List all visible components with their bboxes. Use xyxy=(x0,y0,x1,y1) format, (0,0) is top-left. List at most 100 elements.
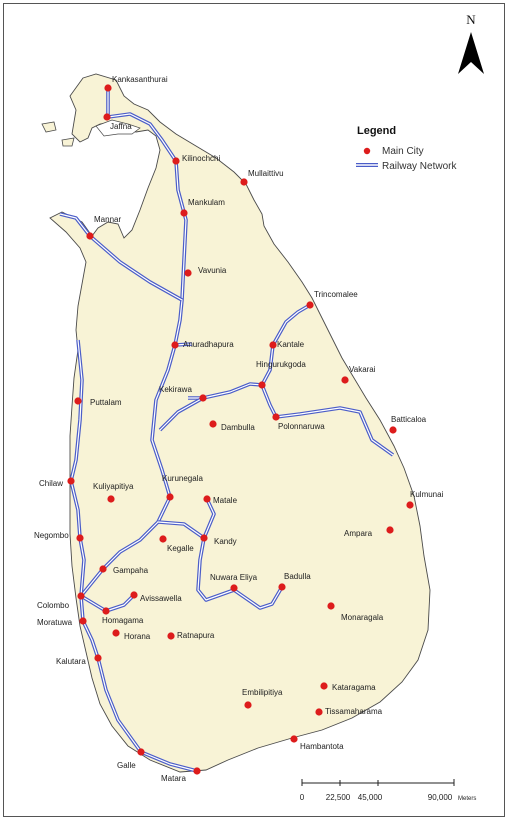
city-marker-anuradhapura xyxy=(171,341,179,349)
city-marker-kekirawa xyxy=(199,394,207,402)
city-marker-jaffna xyxy=(103,113,111,121)
railway-line-inner xyxy=(105,594,135,612)
city-marker-mullaittivu xyxy=(240,178,248,186)
legend-title: Legend xyxy=(357,125,396,137)
city-label-embilipitiya: Embilipitiya xyxy=(242,688,283,697)
city-marker-moratuwa xyxy=(79,617,87,625)
city-marker-hingurukgoda xyxy=(258,381,266,389)
city-label-kilinochchi: Kilinochchi xyxy=(182,154,220,163)
city-marker-monaragala xyxy=(327,602,335,610)
city-label-homagama: Homagama xyxy=(102,616,144,625)
city-label-kulmunai: Kulmunai xyxy=(410,490,444,499)
city-marker-dambulla xyxy=(209,420,217,428)
city-label-moratuwa: Moratuwa xyxy=(37,618,73,627)
railway-line-inner xyxy=(159,397,204,431)
city-marker-homagama xyxy=(102,607,110,615)
legend-city-dot-icon xyxy=(363,147,371,155)
railway-line-inner xyxy=(261,384,394,456)
scale-label-45000: 45,000 xyxy=(358,793,383,802)
city-marker-ampara xyxy=(386,526,394,534)
city-marker-nuwara-eliya xyxy=(230,584,238,592)
city-label-kantale: Kantale xyxy=(277,340,305,349)
railway-line-inner xyxy=(80,595,107,612)
city-label-kandy: Kandy xyxy=(214,537,237,546)
city-marker-kalutara xyxy=(94,654,102,662)
city-label-kalutara: Kalutara xyxy=(56,657,86,666)
city-label-batticaloa: Batticaloa xyxy=(391,415,427,424)
city-marker-mannar xyxy=(86,232,94,240)
city-marker-colombo xyxy=(77,592,85,600)
scale-label-0: 0 xyxy=(300,793,305,802)
city-marker-gampaha xyxy=(99,565,107,573)
city-marker-kegalle xyxy=(159,535,167,543)
scale-bar: 0 22,500 45,000 90,000 Meters xyxy=(300,779,476,802)
city-marker-vakarai xyxy=(341,376,349,384)
city-label-matale: Matale xyxy=(213,496,238,505)
railway-line-inner xyxy=(188,304,311,399)
city-marker-avissawella xyxy=(130,591,138,599)
city-marker-chilaw xyxy=(67,477,75,485)
city-label-ampara: Ampara xyxy=(344,529,373,538)
city-marker-badulla xyxy=(278,583,286,591)
city-label-avissawella: Avissawella xyxy=(140,594,182,603)
city-label-kegalle: Kegalle xyxy=(167,544,194,553)
city-label-hambantota: Hambantota xyxy=(300,742,344,751)
city-marker-galle xyxy=(137,748,145,756)
city-marker-trincomalee xyxy=(306,301,314,309)
city-label-jaffna: Jaffna xyxy=(110,122,132,131)
city-label-nuwara-eliya: Nuwara Eliya xyxy=(210,573,258,582)
city-label-tissamaharama: Tissamaharama xyxy=(325,707,383,716)
city-label-badulla: Badulla xyxy=(284,572,311,581)
railway-line-inner xyxy=(197,537,283,609)
city-marker-horana xyxy=(112,629,120,637)
city-label-monaragala: Monaragala xyxy=(341,613,384,622)
city-label-matara: Matara xyxy=(161,774,186,783)
legend-item-railway-network: Railway Network xyxy=(382,161,457,172)
city-label-ratnapura: Ratnapura xyxy=(177,631,215,640)
city-marker-embilipitiya xyxy=(244,701,252,709)
city-label-vavunia: Vavunia xyxy=(198,266,227,275)
city-label-chilaw: Chilaw xyxy=(39,479,63,488)
scale-label-22500: 22,500 xyxy=(326,793,351,802)
legend: Legend Main City Railway Network xyxy=(356,125,457,172)
city-marker-puttalam xyxy=(74,397,82,405)
city-marker-negombo xyxy=(76,534,84,542)
city-marker-tissamaharama xyxy=(315,708,323,716)
north-label: N xyxy=(466,12,476,27)
city-label-hingurukgoda: Hingurukgoda xyxy=(256,360,306,369)
city-marker-kankasanthurai xyxy=(104,84,112,92)
city-label-trincomalee: Trincomalee xyxy=(314,290,358,299)
jaffna-lagoon xyxy=(95,119,141,137)
city-label-kataragama: Kataragama xyxy=(332,683,376,692)
railway-line-inner xyxy=(59,213,183,301)
legend-item-main-city: Main City xyxy=(382,146,424,157)
city-label-kuliyapitiya: Kuliyapitiya xyxy=(93,482,134,491)
city-marker-kulmunai xyxy=(406,501,414,509)
city-marker-kilinochchi xyxy=(172,157,180,165)
north-arrow: N xyxy=(458,12,484,74)
city-label-mullaittivu: Mullaittivu xyxy=(248,169,284,178)
city-label-negombo: Negombo xyxy=(34,531,69,540)
scale-unit: Meters xyxy=(458,796,476,802)
city-marker-kantale xyxy=(269,341,277,349)
city-marker-kuliyapitiya xyxy=(107,495,115,503)
city-label-mannar: Mannar xyxy=(94,215,121,224)
city-label-colombo: Colombo xyxy=(37,601,70,610)
city-label-kurunegala: Kurunegala xyxy=(162,474,203,483)
city-label-vakarai: Vakarai xyxy=(349,365,376,374)
city-marker-matale xyxy=(203,495,211,503)
island-islet xyxy=(61,137,75,147)
city-marker-vavunia xyxy=(184,269,192,277)
city-marker-matara xyxy=(193,767,201,775)
island-landmass xyxy=(49,73,431,773)
city-label-horana: Horana xyxy=(124,632,151,641)
city-label-puttalam: Puttalam xyxy=(90,398,122,407)
city-label-mankulam: Mankulam xyxy=(188,198,225,207)
city-label-anuradhapura: Anuradhapura xyxy=(183,340,234,349)
city-label-kankasanthurai: Kankasanthurai xyxy=(112,75,168,84)
city-marker-ratnapura xyxy=(167,632,175,640)
city-marker-kataragama xyxy=(320,682,328,690)
scale-label-90000: 90,000 xyxy=(428,793,453,802)
city-label-galle: Galle xyxy=(117,761,136,770)
